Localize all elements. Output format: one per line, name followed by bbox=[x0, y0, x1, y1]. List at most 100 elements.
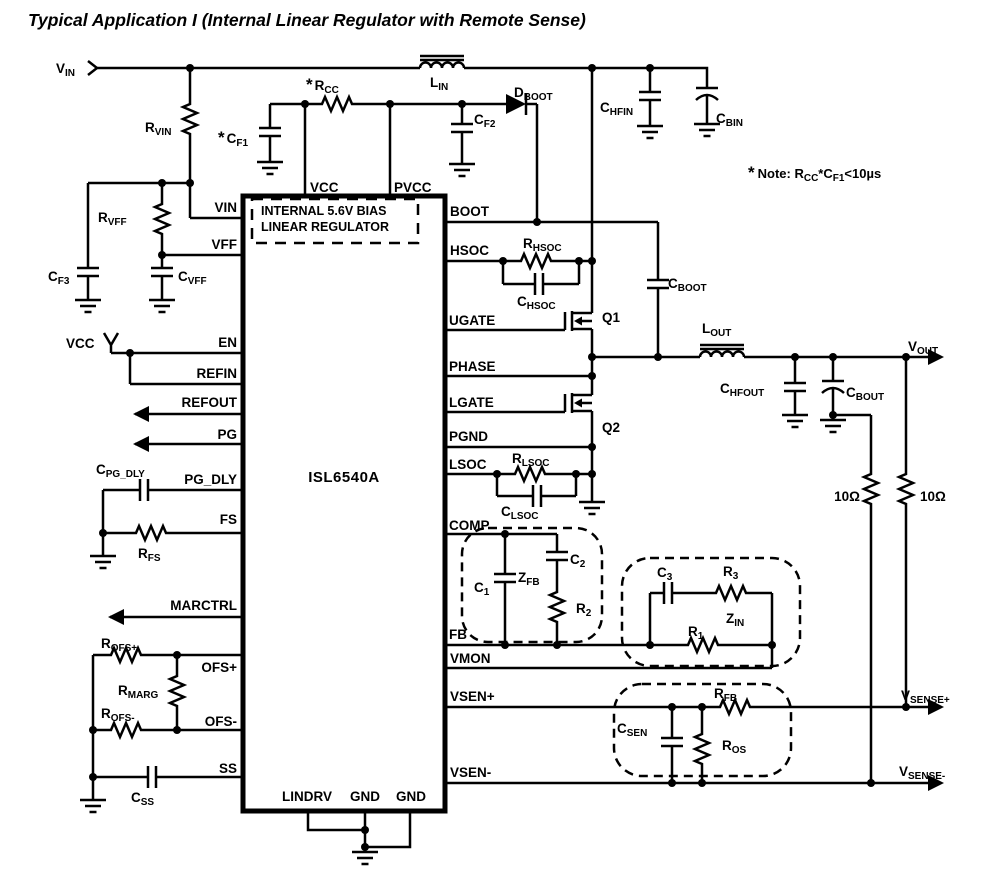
ground-cf3 bbox=[73, 298, 103, 314]
vin-terminal-label: VIN bbox=[56, 61, 75, 79]
label-rofs-plus: ROFS+ bbox=[101, 636, 137, 654]
pin-pgnd: PGND bbox=[449, 429, 488, 444]
ground-ic bbox=[350, 850, 380, 866]
pin-refin: REFIN bbox=[197, 366, 238, 381]
pin-phase: PHASE bbox=[449, 359, 496, 374]
ground-ofs-ss bbox=[78, 798, 108, 814]
component-labels: RVIN *RCC *CF1 LIN CF2 DBOOT CHFIN CBIN … bbox=[48, 75, 946, 808]
label-cf1: *CF1 bbox=[218, 128, 248, 149]
pin-boot: BOOT bbox=[450, 204, 490, 219]
capacitor-clsoc bbox=[531, 483, 543, 509]
refout-arrow-icon bbox=[133, 406, 149, 422]
label-dboot: DBOOT bbox=[514, 85, 553, 103]
inductor-lin bbox=[418, 54, 466, 70]
vsense-minus-arrow-icon bbox=[928, 775, 944, 791]
resistor-rcc bbox=[316, 95, 358, 113]
label-rmarg: RMARG bbox=[118, 683, 159, 701]
wire-vcc-rail bbox=[268, 102, 539, 222]
wire-top-input-rail bbox=[97, 66, 709, 313]
label-chsoc: CHSOC bbox=[517, 294, 556, 312]
label-clsoc: CLSOC bbox=[501, 504, 539, 522]
label-r1: R1 bbox=[688, 624, 704, 642]
pin-vmon: VMON bbox=[450, 651, 491, 666]
label-lin: LIN bbox=[430, 75, 448, 93]
vsense-plus-arrow-icon bbox=[928, 699, 944, 715]
wire-gate-drive bbox=[445, 220, 660, 502]
wires bbox=[86, 66, 928, 852]
wire-ic-ground bbox=[306, 811, 412, 852]
junction-dots bbox=[89, 64, 910, 851]
label-zfb: ZFB bbox=[518, 570, 540, 588]
pin-comp: COMP bbox=[449, 518, 490, 533]
ic-internal-block-line1: INTERNAL 5.6V BIAS bbox=[261, 204, 387, 218]
label-r3: R3 bbox=[723, 564, 739, 582]
label-cf2: CF2 bbox=[474, 112, 496, 130]
ic-pin-labels-bottom: LINDRV GND GND bbox=[282, 789, 426, 804]
label-r2: R2 bbox=[576, 601, 592, 619]
label-cpg-dly: CPG_DLY bbox=[96, 462, 145, 480]
label-css: CSS bbox=[131, 790, 154, 808]
vout-terminal-label: VOUT bbox=[908, 339, 938, 357]
resistor-rhsoc bbox=[515, 252, 557, 270]
resistor-rvin bbox=[181, 98, 199, 140]
ic-internal-block-line2: LINEAR REGULATOR bbox=[261, 220, 389, 234]
wire-left-pins bbox=[91, 332, 243, 800]
ic-pin-labels-right: BOOT HSOC UGATE PHASE LGATE PGND LSOC CO… bbox=[449, 204, 496, 780]
wire-comp-fb bbox=[445, 532, 774, 670]
pin-vsen-minus: VSEN- bbox=[450, 765, 491, 780]
resistor-ros bbox=[693, 728, 711, 770]
note-text: *Note: RCC*CF1<10µs bbox=[748, 163, 881, 184]
zfb-network-box bbox=[460, 526, 604, 644]
ic-pin-labels-left: VIN VFF EN REFIN REFOUT PG PG_DLY FS MAR… bbox=[170, 200, 238, 776]
label-rvff: RVFF bbox=[98, 210, 127, 228]
ground-q2-source bbox=[577, 500, 607, 516]
resistor-rlsoc bbox=[509, 465, 551, 483]
label-lout: LOUT bbox=[702, 321, 731, 339]
capacitor-c1 bbox=[492, 572, 518, 584]
resistor-10ohm-left bbox=[862, 468, 880, 510]
ic-internal-regulator-block bbox=[250, 197, 420, 245]
label-zin: ZIN bbox=[726, 611, 744, 629]
inductor-lout bbox=[698, 343, 746, 359]
pin-ugate: UGATE bbox=[449, 313, 495, 328]
resistor-r3 bbox=[710, 584, 752, 602]
pin-lindrv: LINDRV bbox=[282, 789, 332, 804]
pin-vff: VFF bbox=[212, 237, 238, 252]
wire-sense bbox=[445, 705, 928, 785]
pin-gnd-2: GND bbox=[396, 789, 426, 804]
vcc-supply-label: VCC bbox=[66, 336, 95, 351]
resistor-rmarg bbox=[168, 670, 186, 712]
pin-fs: FS bbox=[220, 512, 237, 527]
pin-fb: FB bbox=[449, 627, 467, 642]
pin-en: EN bbox=[218, 335, 237, 350]
ground-cbout bbox=[818, 418, 848, 434]
mosfet-q2 bbox=[563, 391, 594, 415]
vout-arrow-icon bbox=[928, 349, 944, 365]
pin-vsen-plus: VSEN+ bbox=[450, 689, 495, 704]
label-10ohm-left: 10Ω bbox=[834, 489, 860, 504]
pin-refout: REFOUT bbox=[182, 395, 238, 410]
label-rfs: RFS bbox=[138, 546, 161, 564]
resistor-rvff bbox=[153, 198, 171, 240]
vsense-plus-terminal-label: VSENSE+ bbox=[901, 688, 950, 706]
pin-vin: VIN bbox=[214, 200, 237, 215]
capacitor-cvff bbox=[149, 266, 175, 278]
capacitor-csen bbox=[659, 736, 685, 748]
pin-marctrl: MARCTRL bbox=[170, 598, 237, 613]
label-cboot: CBOOT bbox=[668, 276, 707, 294]
label-cbout: CBOUT bbox=[846, 385, 884, 403]
resistor-rofs-minus bbox=[105, 721, 147, 739]
label-rhsoc: RHSOC bbox=[523, 236, 562, 254]
ground-cvff bbox=[147, 298, 177, 314]
pg-arrow-icon bbox=[133, 436, 149, 452]
sense-network-box bbox=[612, 682, 793, 778]
label-rcc: *RCC bbox=[306, 75, 339, 96]
ground-cf2 bbox=[447, 162, 477, 178]
mosfet-q1 bbox=[563, 309, 594, 333]
marctrl-arrow-icon bbox=[108, 609, 124, 625]
ic-part-number: ISL6540A bbox=[308, 469, 380, 486]
label-ros: ROS bbox=[722, 738, 747, 756]
label-chfin: CHFIN bbox=[600, 100, 633, 118]
pin-pg: PG bbox=[217, 427, 237, 442]
